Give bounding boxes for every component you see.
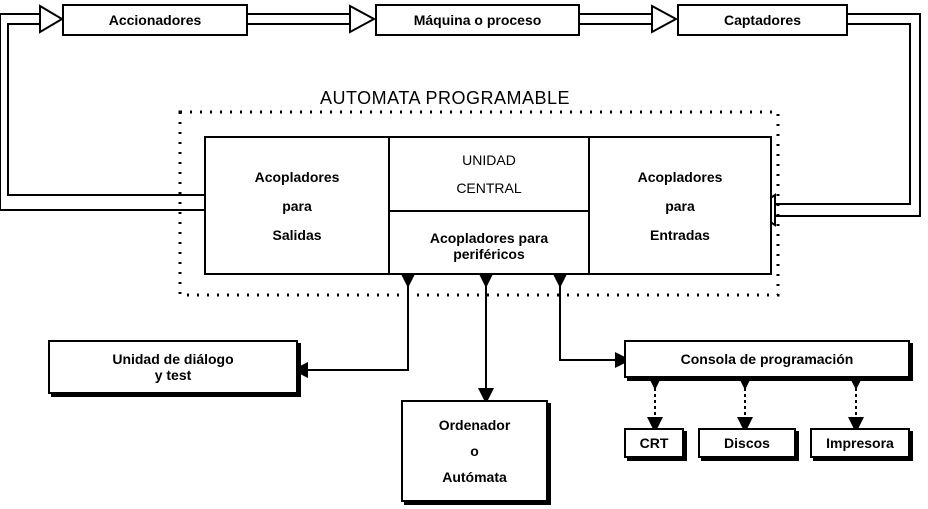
salidas-line-3: Salidas <box>272 226 322 243</box>
discos-box: Discos <box>698 428 796 458</box>
captadores-box: Captadores <box>677 4 848 36</box>
unidad-dialogo-box: Unidad de diálogo y test <box>48 340 298 394</box>
perifericos-line-2: periféricos <box>453 246 525 262</box>
accionadores-box: Accionadores <box>62 4 248 36</box>
ordenador-line-3: Autómata <box>442 469 507 485</box>
arrow-feedback-to-accionadores <box>0 4 205 211</box>
salidas-line-1: Acopladores <box>254 168 340 185</box>
dialogo-line-2: y test <box>154 367 192 383</box>
captadores-label: Captadores <box>723 12 802 28</box>
console-device-links <box>647 374 864 433</box>
crt-box: CRT <box>624 428 684 458</box>
consola-label: Consola de programación <box>680 351 854 367</box>
unidad-central-box: UNIDAD CENTRAL <box>388 136 590 212</box>
impresora-label: Impresora <box>826 435 894 451</box>
plc-title: AUTOMATA PROGRAMABLE <box>320 88 571 108</box>
discos-label: Discos <box>724 435 770 451</box>
arrow-accionadores-to-maquina <box>248 4 377 34</box>
acopladores-entradas-box: Acopladores para Entradas <box>588 136 772 275</box>
salidas-line-2: para <box>282 197 312 214</box>
unidad-central-line-2: CENTRAL <box>456 180 522 196</box>
acopladores-perifericos-box: Acopladores para periféricos <box>388 210 590 275</box>
crt-label: CRT <box>639 435 669 451</box>
ordenador-line-2: o <box>470 443 479 459</box>
unidad-central-line-1: UNIDAD <box>462 152 516 168</box>
entradas-line-2: para <box>665 197 695 214</box>
acopladores-salidas-box: Acopladores para Salidas <box>204 136 390 275</box>
arrow-maquina-to-captadores <box>580 4 679 34</box>
maquina-label: Máquina o proceso <box>413 12 542 28</box>
dialogo-line-1: Unidad de diálogo <box>112 351 234 367</box>
ordenador-box: Ordenador o Autómata <box>401 400 548 502</box>
peripheral-links <box>292 272 631 404</box>
entradas-line-3: Entradas <box>650 226 710 243</box>
ordenador-line-1: Ordenador <box>438 417 511 433</box>
perifericos-line-1: Acopladores para <box>429 230 549 246</box>
consola-programacion-box: Consola de programación <box>624 340 910 378</box>
accionadores-label: Accionadores <box>108 12 202 28</box>
maquina-box: Máquina o proceso <box>375 4 580 36</box>
impresora-box: Impresora <box>810 428 910 458</box>
arrow-captadores-to-entradas <box>750 13 921 227</box>
entradas-line-1: Acopladores <box>637 168 723 185</box>
